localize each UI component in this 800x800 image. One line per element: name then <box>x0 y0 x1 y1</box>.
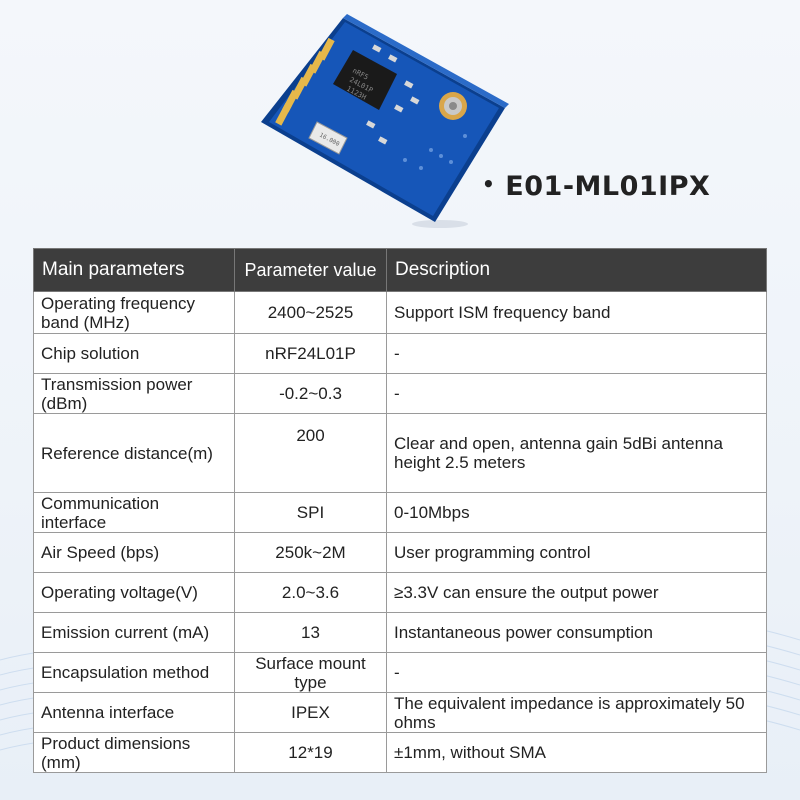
param-name: Chip solution <box>33 333 235 374</box>
param-name: Reference distance(m) <box>33 413 235 493</box>
param-name: Operating frequency band (MHz) <box>33 291 235 334</box>
param-name: Transmission power (dBm) <box>33 373 235 414</box>
table-row: Chip solution nRF24L01P - <box>33 333 767 374</box>
table-header-row: Main parameters Parameter value Descript… <box>33 248 767 292</box>
bullet: • <box>482 172 496 196</box>
table-row: Operating voltage(V) 2.0~3.6 ≥3.3V can e… <box>33 572 767 613</box>
param-description: Support ISM frequency band <box>386 291 767 334</box>
product-model: E01-ML01IPX <box>505 171 711 202</box>
table-row: Product dimensions (mm) 12*19 ±1mm, with… <box>33 732 767 773</box>
header-main-parameters: Main parameters <box>33 248 235 292</box>
param-name: Communication interface <box>33 492 235 533</box>
param-value: 2.0~3.6 <box>234 572 387 613</box>
table-row: Reference distance(m) 200 Clear and open… <box>33 413 767 493</box>
param-value: 13 <box>234 612 387 653</box>
param-name: Encapsulation method <box>33 652 235 693</box>
param-value: 250k~2M <box>234 532 387 573</box>
param-value: 12*19 <box>234 732 387 773</box>
param-value: 200 <box>234 413 387 493</box>
param-value: nRF24L01P <box>234 333 387 374</box>
param-description: - <box>386 333 767 374</box>
parameters-table: Main parameters Parameter value Descript… <box>33 248 767 773</box>
param-description: Clear and open, antenna gain 5dBi antenn… <box>386 413 767 493</box>
param-name: Antenna interface <box>33 692 235 733</box>
param-description: - <box>386 373 767 414</box>
table-row: Communication interface SPI 0-10Mbps <box>33 492 767 533</box>
table-row: Antenna interface IPEX The equivalent im… <box>33 692 767 733</box>
param-description: Instantaneous power consumption <box>386 612 767 653</box>
crystal-icon: 16.000 <box>308 121 348 155</box>
table-row: Operating frequency band (MHz) 2400~2525… <box>33 291 767 334</box>
param-name: Air Speed (bps) <box>33 532 235 573</box>
param-description: The equivalent impedance is approximatel… <box>386 692 767 733</box>
param-description: User programming control <box>386 532 767 573</box>
header-parameter-value: Parameter value <box>234 248 387 292</box>
param-name: Product dimensions (mm) <box>33 732 235 773</box>
param-value: SPI <box>234 492 387 533</box>
table-row: Emission current (mA) 13 Instantaneous p… <box>33 612 767 653</box>
param-name: Operating voltage(V) <box>33 572 235 613</box>
param-description: ±1mm, without SMA <box>386 732 767 773</box>
table-row: Encapsulation method Surface mount type … <box>33 652 767 693</box>
param-name: Emission current (mA) <box>33 612 235 653</box>
param-value: -0.2~0.3 <box>234 373 387 414</box>
ipex-connector-icon <box>439 92 467 120</box>
param-value: Surface mount type <box>234 652 387 693</box>
param-description: - <box>386 652 767 693</box>
header-description: Description <box>386 248 767 292</box>
param-description: 0-10Mbps <box>386 492 767 533</box>
param-description: ≥3.3V can ensure the output power <box>386 572 767 613</box>
table-row: Transmission power (dBm) -0.2~0.3 - <box>33 373 767 414</box>
param-value: 2400~2525 <box>234 291 387 334</box>
product-name: • E01-ML01IPX <box>482 171 710 202</box>
table-row: Air Speed (bps) 250k~2M User programming… <box>33 532 767 573</box>
pin-pads <box>275 37 335 126</box>
module-image: nRF5 24L01P 1123H 16.000 <box>261 14 509 228</box>
param-value: IPEX <box>234 692 387 733</box>
